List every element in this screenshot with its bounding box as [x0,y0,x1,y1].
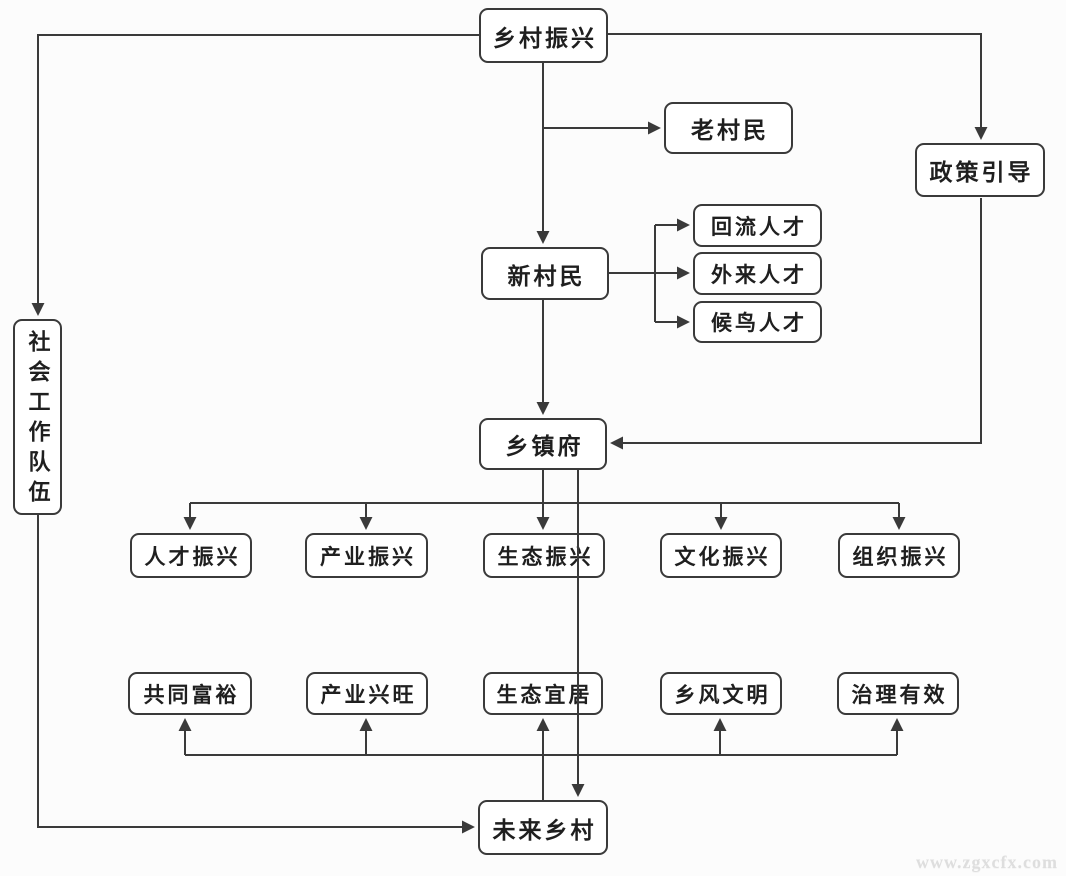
node-effective-governance: 治理有效 [837,672,959,715]
node-ecology-revitalization: 生态振兴 [483,533,605,578]
node-social-work-team: 社会工作队伍 [13,319,62,515]
node-migratory-talent: 候鸟人才 [693,301,822,343]
node-old-villagers: 老村民 [664,102,793,154]
node-civilized-rural-culture: 乡风文明 [660,672,782,715]
node-policy-guidance: 政策引导 [915,143,1045,197]
node-returning-talent: 回流人才 [693,204,822,247]
node-common-prosperity: 共同富裕 [128,672,252,715]
node-township-government: 乡镇府 [479,418,607,470]
node-culture-revitalization: 文化振兴 [660,533,782,578]
node-rural-revitalization: 乡村振兴 [479,8,608,63]
node-talent-revitalization: 人才振兴 [130,533,252,578]
watermark: www.zgxcfx.com [916,852,1058,872]
node-thriving-industry: 产业兴旺 [306,672,428,715]
node-external-talent: 外来人才 [693,252,822,295]
node-future-village: 未来乡村 [478,800,608,855]
node-livable-ecology: 生态宜居 [483,672,603,715]
node-industry-revitalization: 产业振兴 [305,533,428,578]
node-new-villagers: 新村民 [481,247,609,300]
node-organization-revitalization: 组织振兴 [838,533,960,578]
